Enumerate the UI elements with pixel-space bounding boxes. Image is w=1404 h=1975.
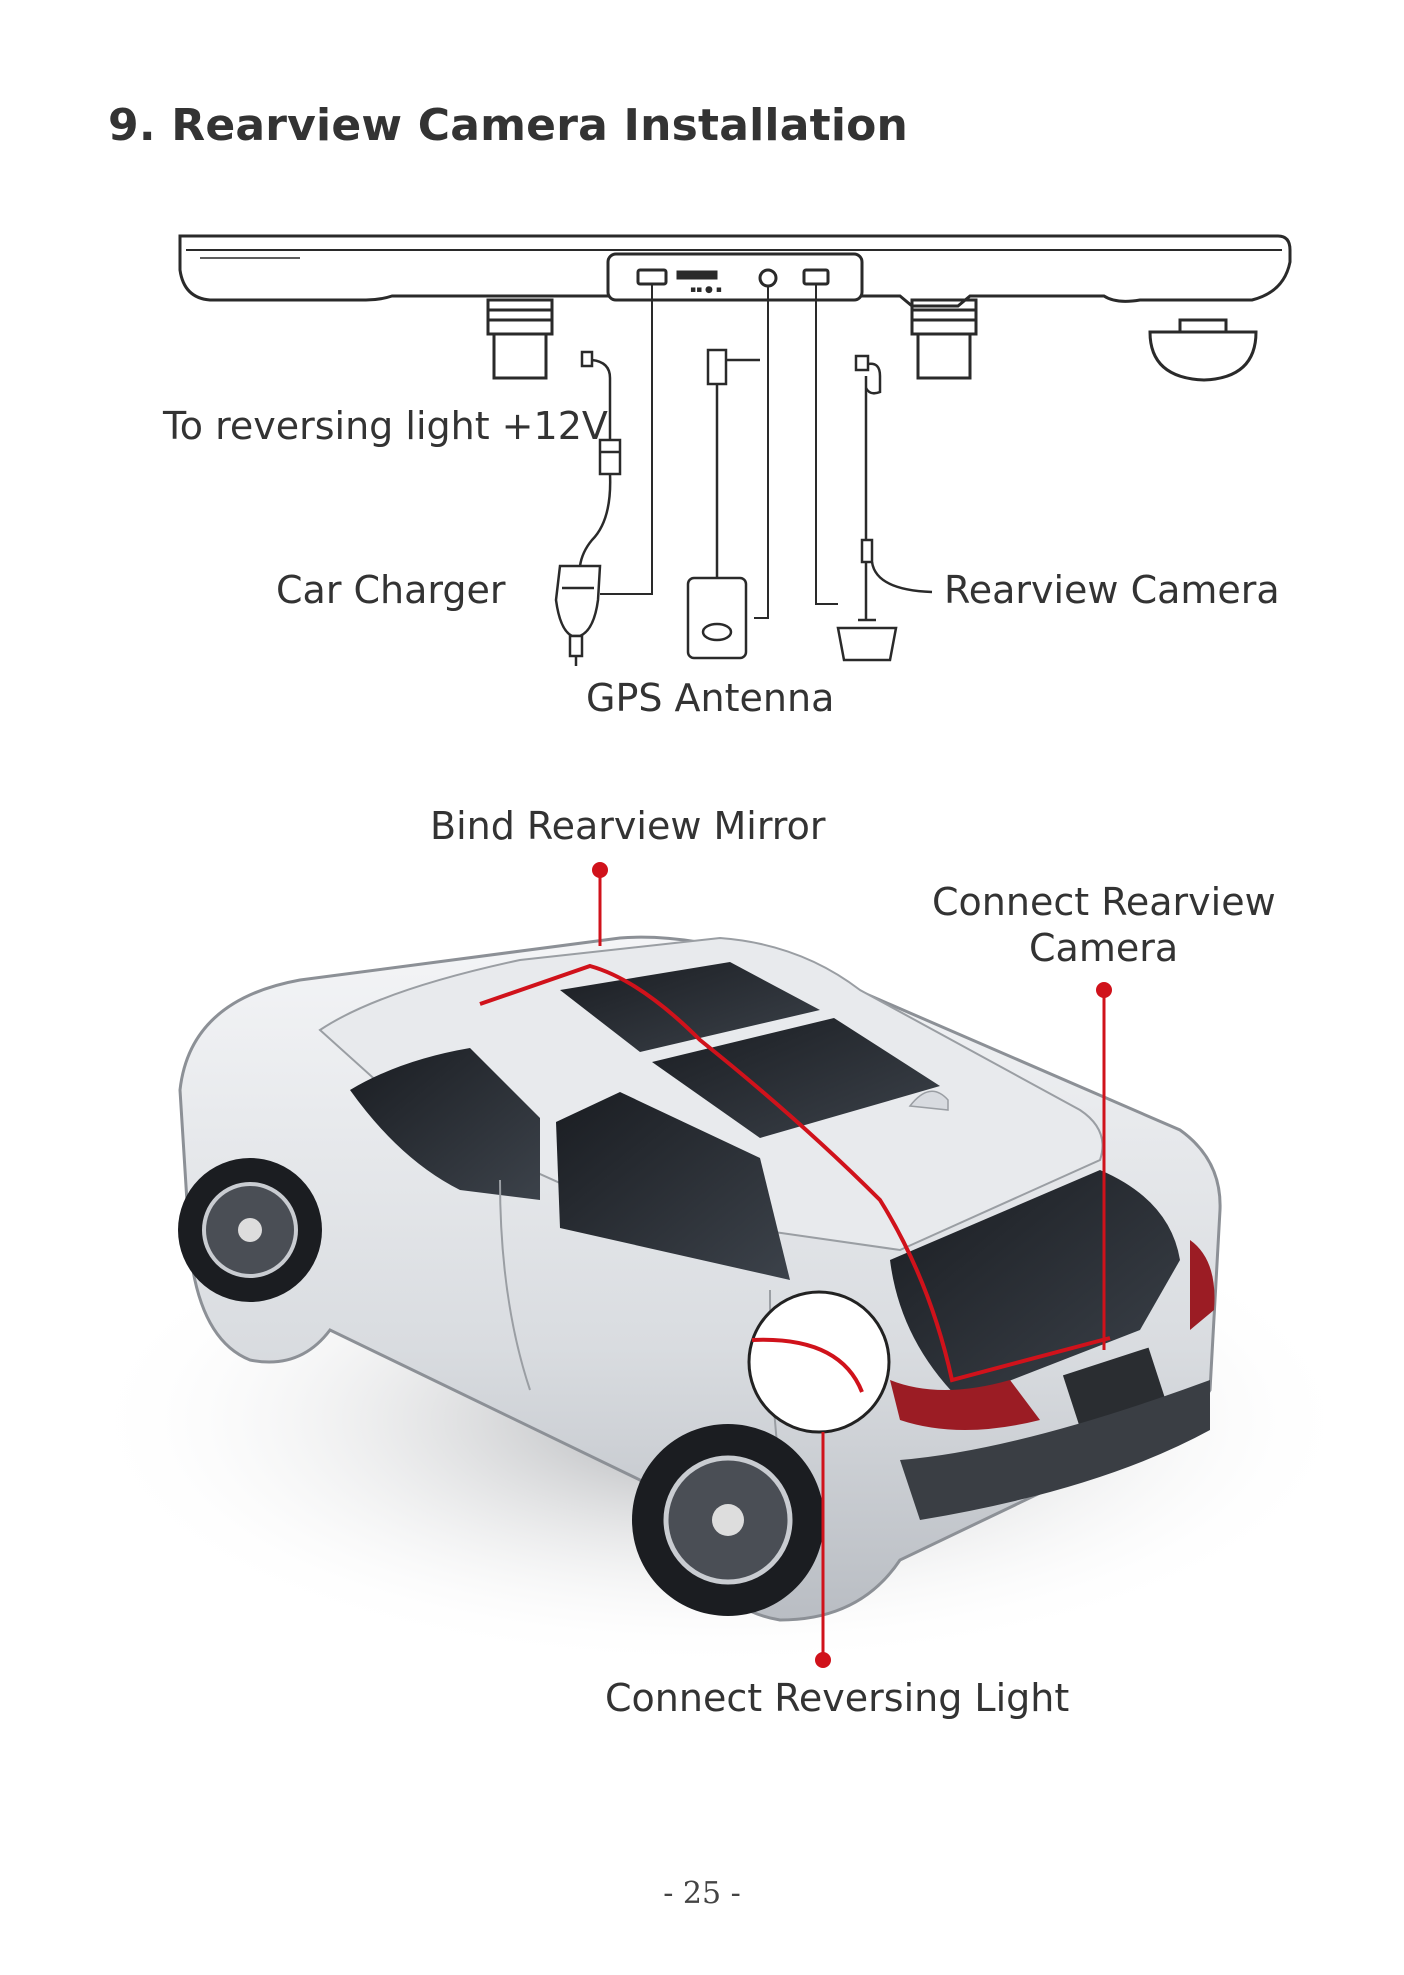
car-charger-cable (556, 352, 620, 666)
gps-antenna-part (688, 350, 760, 658)
label-rearview-camera: Rearview Camera (944, 568, 1280, 612)
reversing-light-zoom (749, 1292, 889, 1432)
label-connect-reversing-light: Connect Reversing Light (605, 1676, 1069, 1720)
label-car-charger: Car Charger (276, 568, 506, 612)
label-connect-rearview-camera-line1: Connect Rearview (932, 880, 1276, 924)
label-gps-antenna: GPS Antenna (586, 676, 834, 720)
car-illustration (80, 937, 1360, 1670)
rearview-camera-part (838, 356, 932, 660)
label-reversing-light: To reversing light +12V (163, 404, 608, 448)
label-connect-rearview-camera-line2: Camera (1029, 926, 1178, 970)
label-bind-rearview-mirror: Bind Rearview Mirror (430, 804, 825, 848)
page-number: - 25 - (0, 1876, 1404, 1911)
port-lines (600, 284, 838, 618)
mirror-dvr: ▪▪ ● ▪ (180, 236, 1290, 380)
svg-text:▪▪ ● ▪: ▪▪ ● ▪ (690, 285, 722, 295)
